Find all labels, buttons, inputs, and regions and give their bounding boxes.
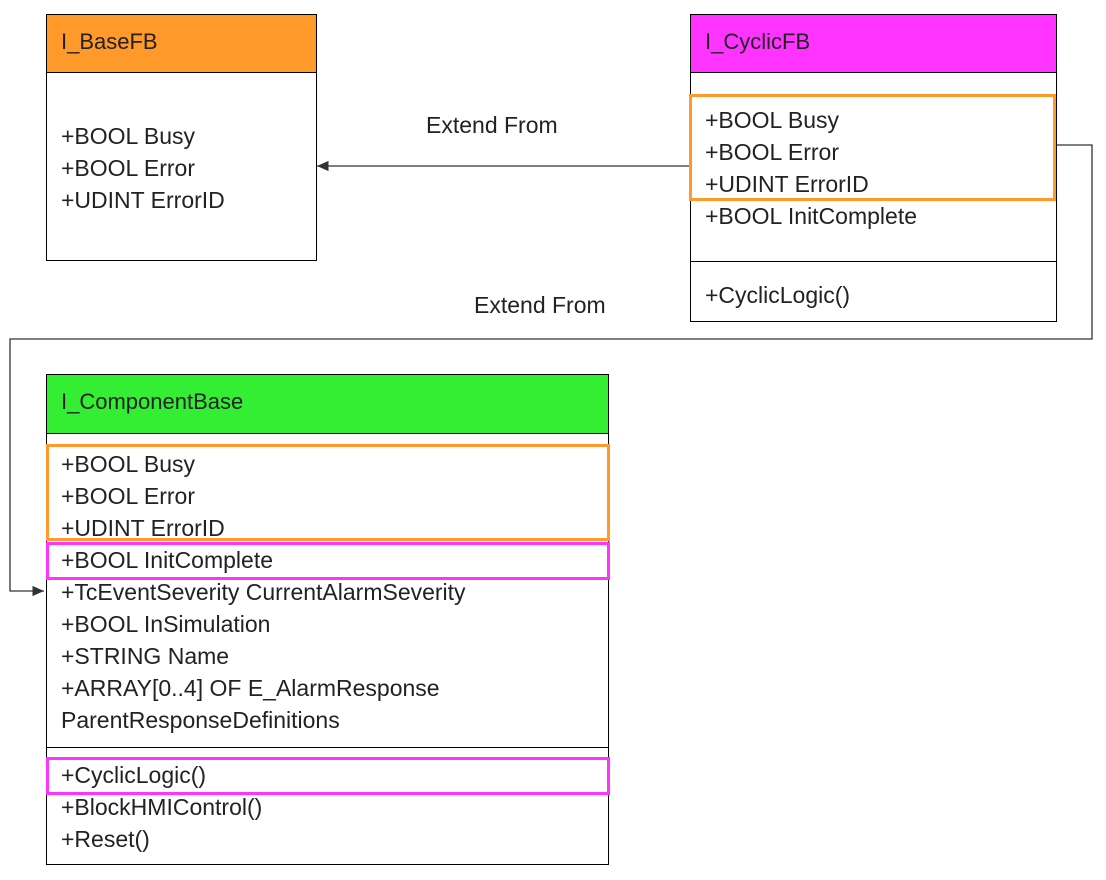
cyclic-fb-title: I_CyclicFB	[705, 29, 811, 54]
base-fb-class: I_BaseFB +BOOL Busy +BOOL Error +UDINT E…	[46, 14, 317, 261]
component-base-method: +CyclicLogic()	[61, 762, 207, 788]
cyclic-fb-method: +CyclicLogic()	[705, 282, 851, 308]
inherited-base-fields-highlight	[689, 94, 1056, 201]
cyclic-fb-separator	[691, 261, 1056, 262]
component-base-field: ParentResponseDefinitions	[61, 707, 340, 733]
component-base-field: +STRING Name	[61, 643, 230, 669]
extend-label-top: Extend From	[426, 112, 558, 138]
base-fb-title: I_BaseFB	[61, 29, 158, 54]
base-fb-field: +BOOL Error	[61, 155, 195, 181]
cyclic-fb-class: I_CyclicFB +BOOL Busy +BOOL Error +UDINT…	[689, 14, 1057, 322]
component-base-field: +BOOL Busy	[61, 451, 196, 477]
component-base-title: I_ComponentBase	[61, 389, 244, 414]
extend-label-bottom: Extend From	[474, 292, 606, 318]
base-fb-header: I_BaseFB	[47, 15, 316, 73]
cyclic-fb-header: I_CyclicFB	[691, 15, 1056, 73]
component-base-class: I_ComponentBase +BOOL Busy +BOOL Error +…	[46, 374, 610, 865]
component-base-field: +TcEventSeverity CurrentAlarmSeverity	[61, 579, 466, 605]
component-base-field: +BOOL InitComplete	[61, 547, 273, 573]
inherited-cyclic-field-highlight	[46, 542, 610, 580]
extend-arrow-component-to-cyclic	[9, 144, 1093, 597]
cyclic-fb-field: +BOOL Busy	[705, 107, 840, 133]
component-base-method: +BlockHMIControl()	[61, 794, 263, 820]
cyclic-fb-field: +BOOL InitComplete	[705, 203, 917, 229]
base-fb-field: +UDINT ErrorID	[61, 187, 225, 213]
component-base-method: +Reset()	[61, 826, 150, 852]
cyclic-fb-field: +UDINT ErrorID	[705, 171, 869, 197]
base-fb-field: +BOOL Busy	[61, 123, 196, 149]
cyclic-fb-field: +BOOL Error	[705, 139, 839, 165]
component-base-separator	[47, 747, 608, 748]
inherited-cyclic-method-highlight	[46, 757, 610, 795]
inherited-base-fields-highlight	[46, 444, 610, 541]
component-base-field: +BOOL InSimulation	[61, 611, 271, 637]
component-base-header: I_ComponentBase	[47, 375, 608, 434]
component-base-field: +BOOL Error	[61, 483, 195, 509]
component-base-field: +ARRAY[0..4] OF E_AlarmResponse	[61, 675, 440, 701]
component-base-field: +UDINT ErrorID	[61, 515, 225, 541]
